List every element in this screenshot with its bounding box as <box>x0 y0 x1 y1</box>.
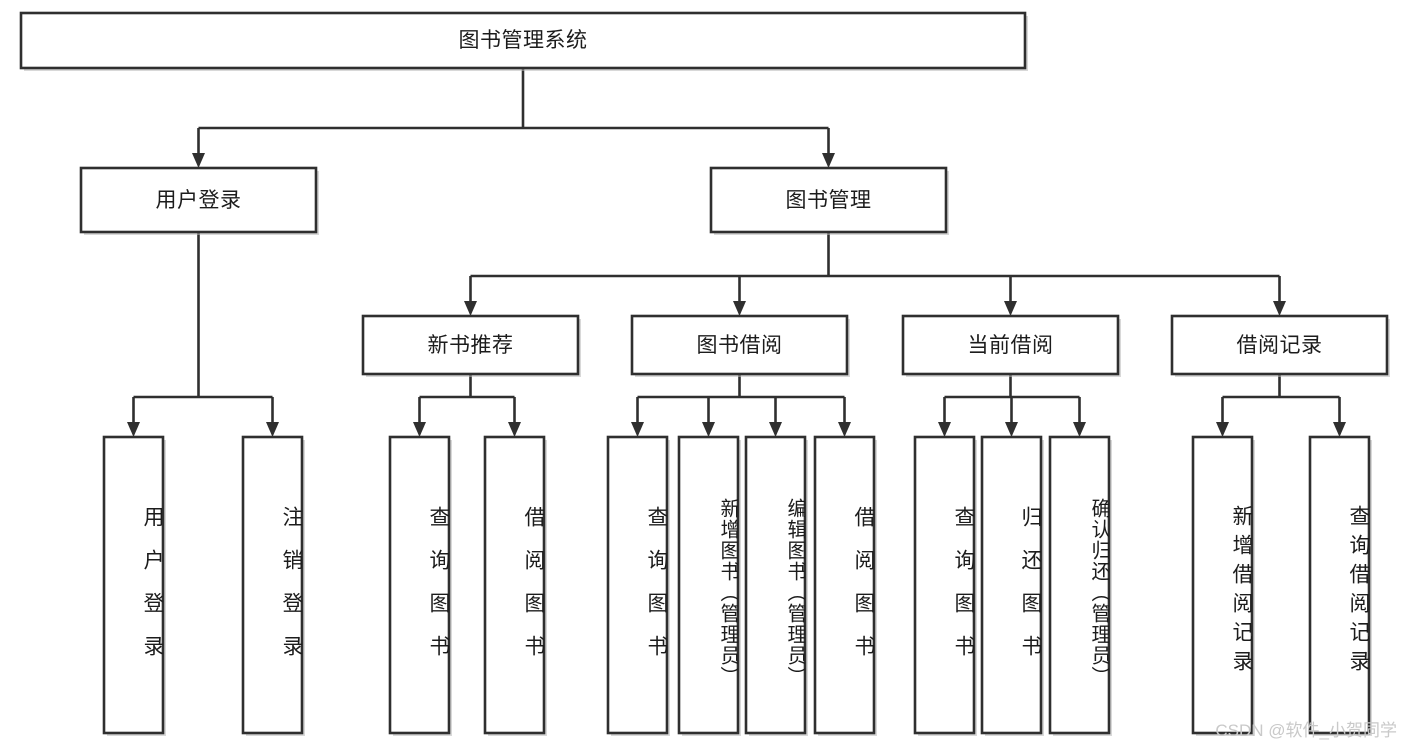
node-label-user-login: 用户登录 <box>155 188 242 212</box>
node-box-user-login[interactable] <box>79 166 318 234</box>
node-box-root[interactable] <box>19 11 1027 70</box>
node-box-leaf-query-record[interactable] <box>1308 435 1371 735</box>
node-box-leaf-add-record[interactable] <box>1191 435 1254 735</box>
arrow-head-icon <box>938 422 951 437</box>
node-label-leaf-query-record: 查询借阅记录 <box>1347 505 1369 679</box>
arrow-head-icon <box>266 422 279 437</box>
node-label-leaf-confirm-return: 确认归还（管理员） <box>1088 497 1109 687</box>
arrow-head-icon <box>769 422 782 437</box>
node-label-leaf-user-login: 用户登录 <box>141 506 163 678</box>
arrow-head-icon <box>1005 422 1018 437</box>
arrow-head-icon <box>1073 422 1086 437</box>
node-label-leaf-query-book-2: 查询图书 <box>645 506 667 678</box>
node-box-leaf-add-book[interactable] <box>677 435 740 735</box>
node-label-leaf-edit-book: 编辑图书（管理员） <box>784 497 805 687</box>
arrow-head-icon <box>1004 301 1017 316</box>
edge-group-new-book-recommend <box>413 374 521 437</box>
node-label-current-borrow: 当前借阅 <box>967 333 1054 357</box>
edge-group-borrow-record <box>1216 374 1346 437</box>
boxes-layer <box>19 11 1390 736</box>
node-box-leaf-confirm-return[interactable] <box>1048 435 1111 735</box>
node-label-leaf-add-book: 新增图书（管理员） <box>717 497 738 687</box>
node-box-leaf-borrow-book-1[interactable] <box>483 435 546 735</box>
node-box-book-manage[interactable] <box>709 166 948 234</box>
arrow-head-icon <box>508 422 521 437</box>
edges-layer <box>127 68 1346 437</box>
node-box-book-borrow[interactable] <box>630 314 849 376</box>
node-label-root: 图书管理系统 <box>458 29 588 52</box>
edge-group-book-manage <box>464 232 1286 316</box>
node-box-leaf-query-book-2[interactable] <box>606 435 669 735</box>
arrow-head-icon <box>838 422 851 437</box>
node-label-leaf-query-book-1: 查询图书 <box>427 506 449 678</box>
arrow-head-icon <box>1333 422 1346 437</box>
edge-group-user-login <box>127 232 279 437</box>
watermark-text: CSDN @软件_小贺同学 <box>1215 721 1397 740</box>
node-box-new-book-recommend[interactable] <box>361 314 580 376</box>
arrow-head-icon <box>127 422 140 437</box>
node-label-leaf-user-logout: 注销登录 <box>280 506 302 678</box>
arrow-head-icon <box>1273 301 1286 316</box>
edge-group-root <box>192 68 835 168</box>
arrow-head-icon <box>733 301 746 316</box>
arrow-head-icon <box>192 153 205 168</box>
arrow-head-icon <box>702 422 715 437</box>
arrow-head-icon <box>631 422 644 437</box>
node-box-leaf-return-book[interactable] <box>980 435 1043 735</box>
node-box-leaf-edit-book[interactable] <box>744 435 807 735</box>
edge-group-current-borrow <box>938 374 1086 437</box>
node-label-book-borrow: 图书借阅 <box>696 333 783 357</box>
arrow-head-icon <box>413 422 426 437</box>
node-box-leaf-user-logout[interactable] <box>241 435 304 735</box>
node-box-leaf-borrow-book-2[interactable] <box>813 435 876 735</box>
arrow-head-icon <box>822 153 835 168</box>
node-label-leaf-borrow-book-2: 借阅图书 <box>852 506 874 678</box>
arrow-head-icon <box>1216 422 1229 437</box>
node-box-leaf-user-login[interactable] <box>102 435 165 735</box>
node-label-book-manage: 图书管理 <box>785 188 872 212</box>
node-label-leaf-borrow-book-1: 借阅图书 <box>522 506 544 678</box>
node-box-current-borrow[interactable] <box>901 314 1120 376</box>
node-box-leaf-query-book-1[interactable] <box>388 435 451 735</box>
arrow-head-icon <box>464 301 477 316</box>
node-box-borrow-record[interactable] <box>1170 314 1389 376</box>
node-box-leaf-query-book-3[interactable] <box>913 435 976 735</box>
edge-group-book-borrow <box>631 374 851 437</box>
node-label-borrow-record: 借阅记录 <box>1236 333 1323 357</box>
node-label-leaf-add-record: 新增借阅记录 <box>1230 505 1252 679</box>
node-label-leaf-query-book-3: 查询图书 <box>952 506 974 678</box>
node-label-leaf-return-book: 归还图书 <box>1019 506 1041 678</box>
node-label-new-book-recommend: 新书推荐 <box>427 333 514 357</box>
